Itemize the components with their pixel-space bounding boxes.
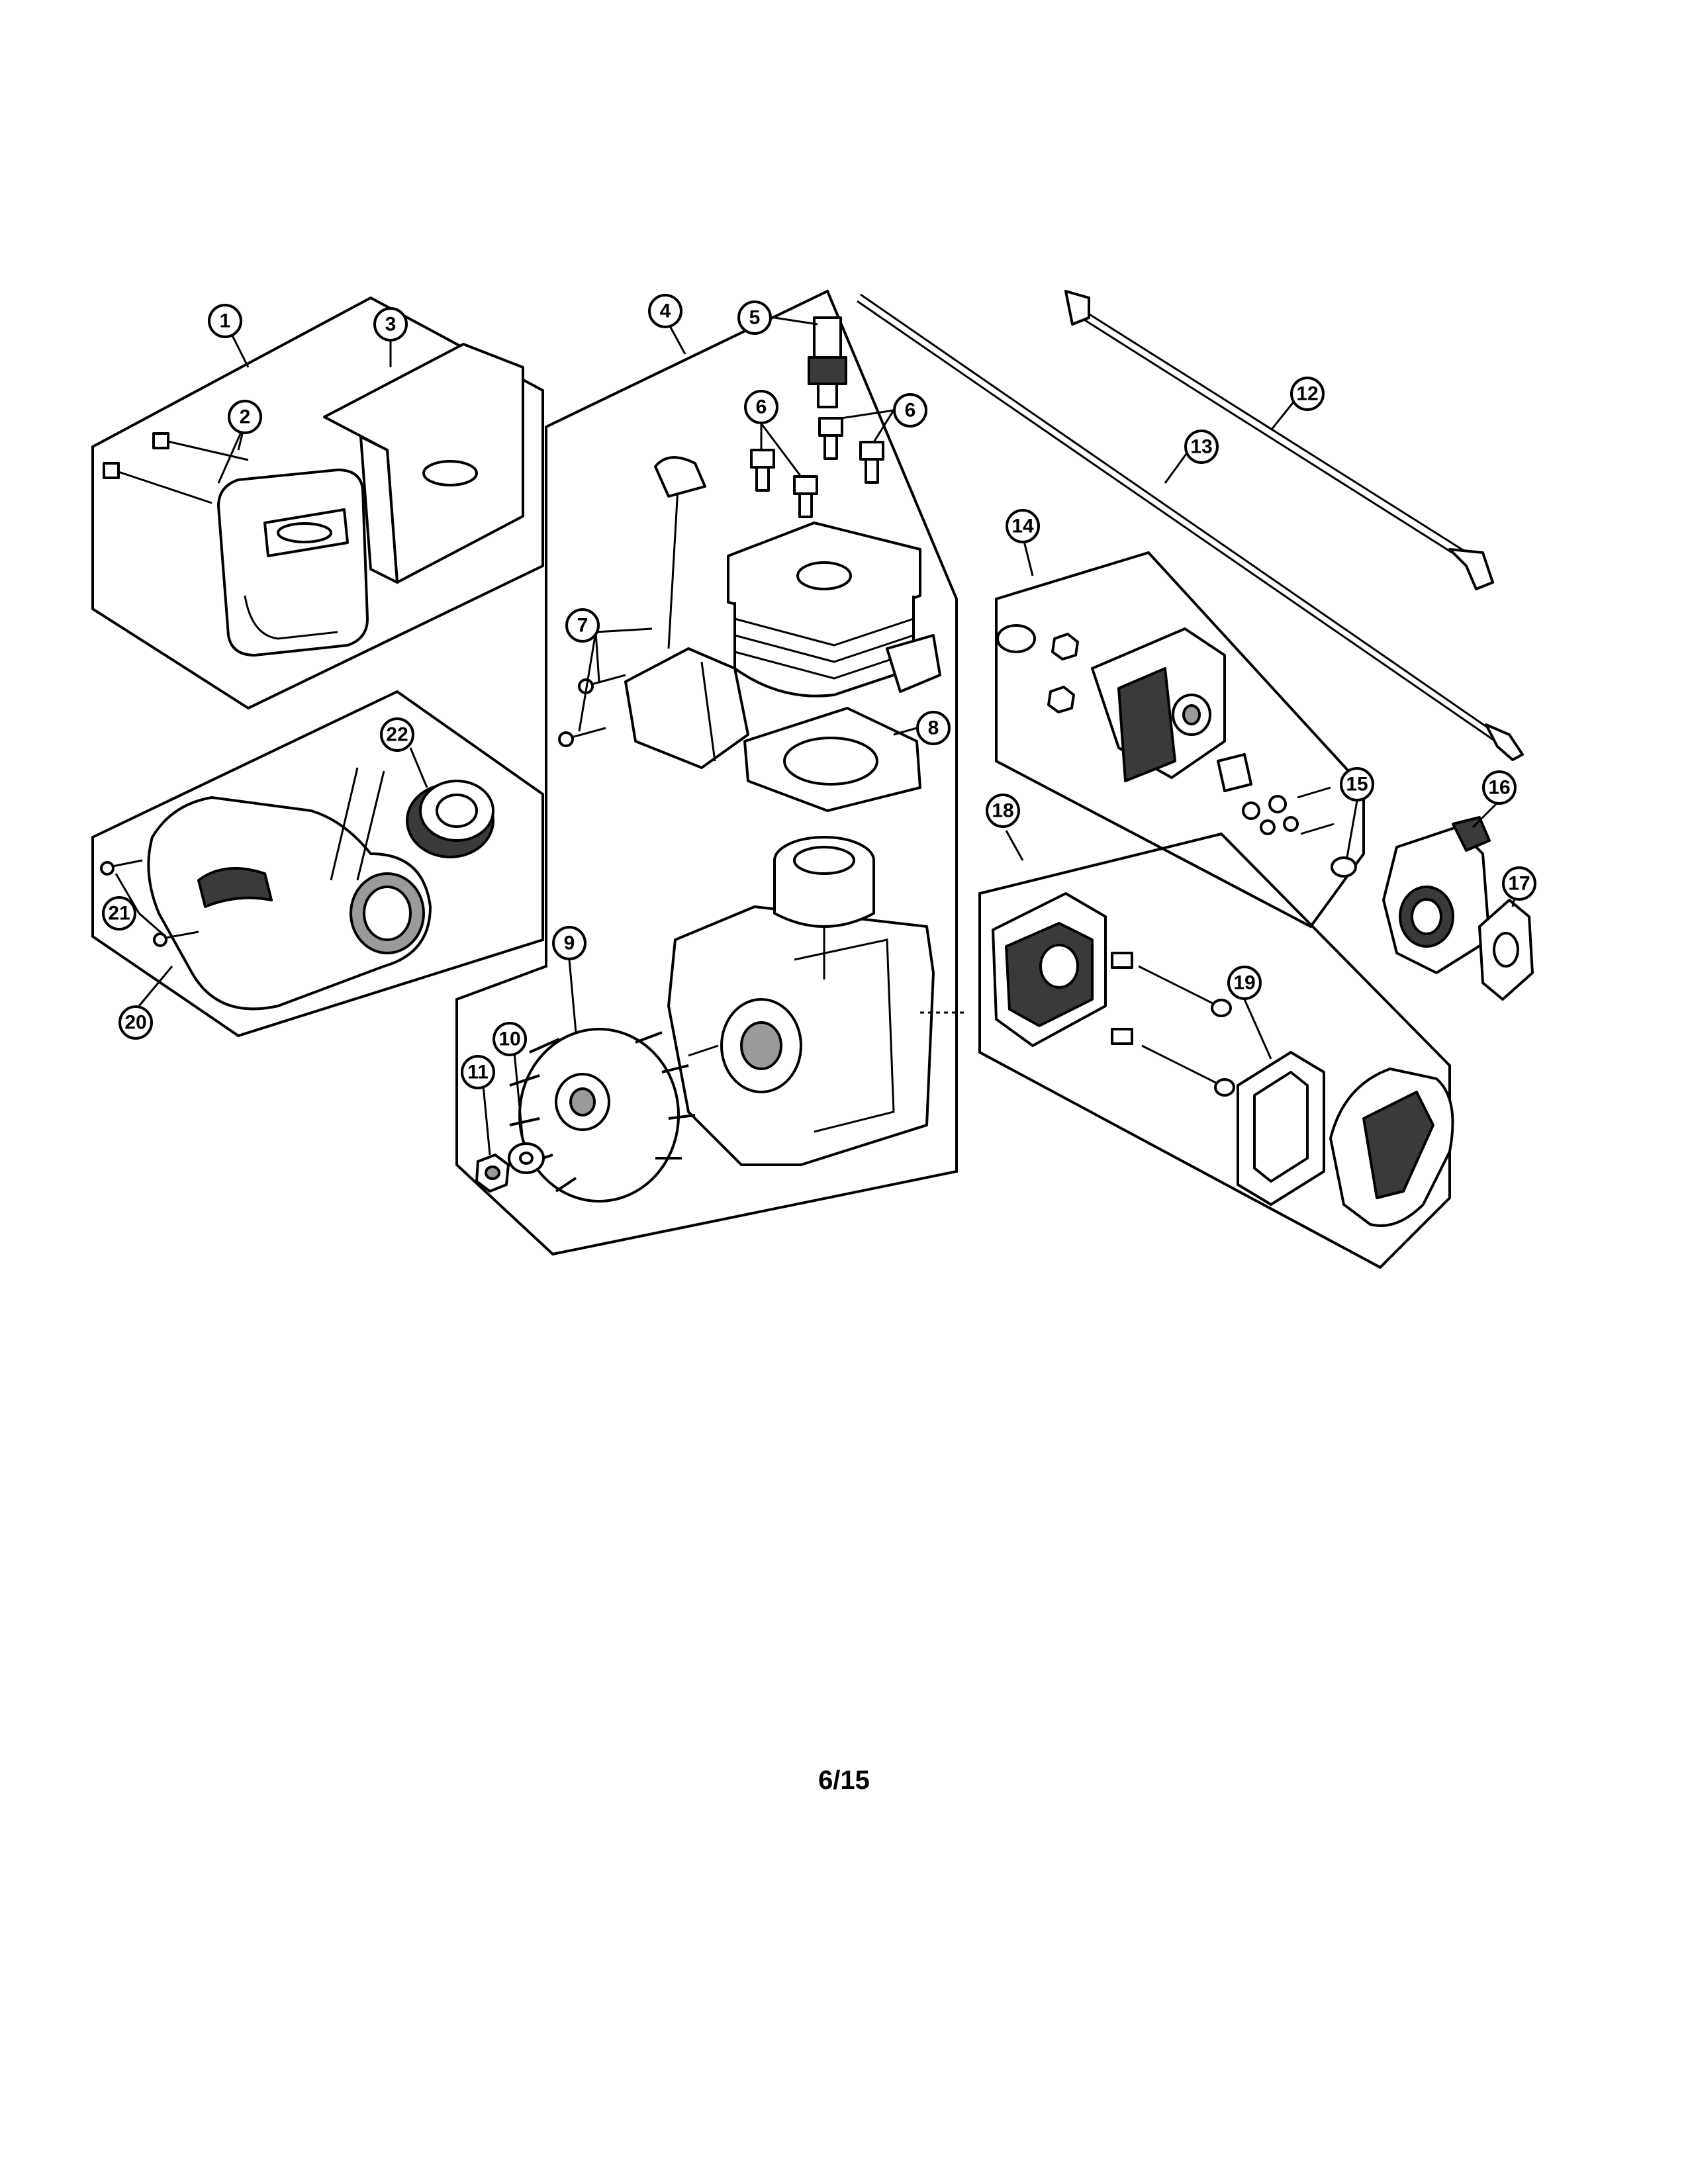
primer-valve-parts	[1217, 753, 1335, 835]
air-filter-element	[1237, 1051, 1325, 1206]
svg-text:19: 19	[1233, 972, 1255, 994]
callout-1: 1	[208, 304, 242, 338]
carburetor-mount-group-frame	[995, 551, 1365, 929]
svg-text:3: 3	[385, 314, 397, 336]
adapter-nuts	[1047, 633, 1079, 713]
callout-2: 2	[228, 400, 262, 434]
cylinder-bolts	[750, 417, 884, 518]
flywheel-washer	[508, 1142, 545, 1174]
svg-text:10: 10	[498, 1028, 520, 1050]
air-filter-base	[992, 892, 1107, 1047]
callout-18: 18	[986, 794, 1020, 828]
muffler-bolts	[103, 432, 249, 504]
callout-20: 20	[118, 1005, 153, 1040]
air-filter-bolts	[1111, 952, 1235, 1097]
adapter-o-ring	[996, 624, 1036, 653]
throttle-cable-lower	[857, 293, 1524, 761]
callout-3: 3	[373, 307, 408, 341]
svg-text:11: 11	[467, 1062, 489, 1083]
svg-text:13: 13	[1190, 436, 1212, 458]
callout-6-right: 6	[893, 393, 927, 428]
callout-11: 11	[461, 1055, 495, 1089]
fuel-tank	[147, 767, 432, 1011]
fuel-tank-screws	[100, 859, 199, 947]
callout-15: 15	[1340, 767, 1374, 801]
throttle-cable-upper	[1064, 290, 1494, 590]
svg-text:17: 17	[1508, 873, 1530, 895]
carburetor-o-ring	[1331, 856, 1357, 878]
flywheel-nut	[475, 1154, 510, 1193]
callout-22: 22	[380, 717, 414, 752]
callout-16: 16	[1482, 770, 1517, 805]
cylinder	[727, 522, 941, 698]
svg-text:9: 9	[564, 933, 575, 954]
callout-6-left: 6	[744, 390, 778, 424]
callout-21: 21	[102, 896, 136, 931]
muffler-group-frame	[91, 296, 544, 710]
svg-text:1: 1	[220, 310, 231, 332]
callout-12: 12	[1290, 377, 1325, 411]
spark-plug	[808, 316, 847, 408]
carburetor-adapter	[1091, 627, 1226, 782]
svg-text:14: 14	[1011, 516, 1034, 537]
svg-text:18: 18	[992, 800, 1013, 822]
svg-text:22: 22	[386, 724, 408, 746]
flywheel	[509, 1028, 696, 1203]
page-number: 6/15	[818, 1766, 870, 1795]
callout-9: 9	[552, 926, 586, 960]
callout-5: 5	[737, 300, 772, 335]
muffler-heat-shield	[323, 343, 524, 584]
engine-group-frame	[455, 289, 958, 1256]
cylinder-gasket	[743, 707, 921, 812]
piston	[773, 836, 875, 979]
svg-text:5: 5	[749, 307, 761, 329]
callout-10: 10	[492, 1022, 527, 1056]
svg-text:7: 7	[577, 615, 588, 637]
svg-text:4: 4	[660, 300, 671, 322]
fuel-tank-group-frame	[91, 690, 544, 1038]
svg-text:15: 15	[1346, 774, 1368, 796]
callout-7: 7	[565, 608, 600, 643]
svg-text:16: 16	[1488, 777, 1510, 799]
air-filter-cover	[1329, 1068, 1454, 1227]
carburetor	[1382, 816, 1491, 974]
callout-19: 19	[1227, 966, 1262, 1000]
callout-4: 4	[648, 294, 682, 328]
svg-text:21: 21	[108, 903, 130, 925]
svg-text:2: 2	[240, 406, 251, 428]
callout-17: 17	[1502, 866, 1536, 901]
svg-text:6: 6	[905, 400, 916, 422]
svg-text:20: 20	[124, 1012, 146, 1034]
callout-8: 8	[916, 711, 951, 745]
ignition-coil	[624, 456, 749, 769]
fuel-cap	[406, 780, 494, 858]
muffler-cover	[217, 469, 369, 657]
callout-14: 14	[1006, 509, 1040, 543]
carburetor-gasket	[1478, 899, 1534, 1001]
callout-13: 13	[1184, 430, 1219, 464]
crankcase	[667, 905, 935, 1166]
svg-text:6: 6	[756, 396, 767, 418]
svg-text:8: 8	[928, 717, 939, 739]
air-filter-group-frame	[978, 832, 1451, 1269]
svg-text:12: 12	[1296, 383, 1318, 405]
ignition-coil-screws	[558, 674, 626, 747]
